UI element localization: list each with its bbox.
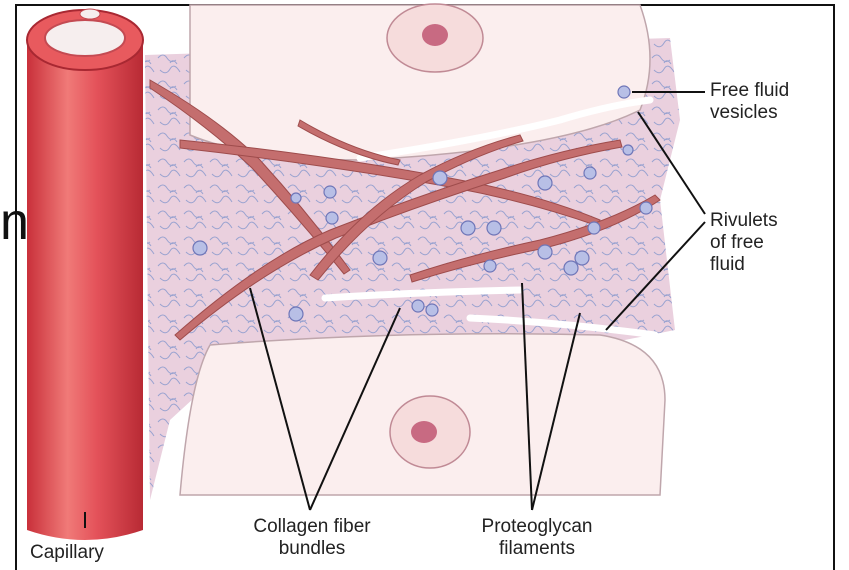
- label-line: filaments: [452, 538, 622, 560]
- label-collagen: Collagen fiber bundles: [222, 516, 402, 560]
- label-line: fluid: [710, 254, 778, 276]
- label-line: Rivulets: [710, 210, 778, 232]
- label-capillary: Capillary: [30, 542, 104, 564]
- label-line: vesicles: [710, 102, 789, 124]
- label-free-fluid-vesicles: Free fluid vesicles: [710, 80, 789, 124]
- label-line: Free fluid: [710, 80, 789, 102]
- label-line: Collagen fiber: [222, 516, 402, 538]
- label-proteoglycan: Proteoglycan filaments: [452, 516, 622, 560]
- cropped-letter: n: [0, 192, 29, 252]
- label-rivulets: Rivulets of free fluid: [710, 210, 778, 276]
- label-line: bundles: [222, 538, 402, 560]
- label-line: of free: [710, 232, 778, 254]
- capillary: [27, 9, 143, 540]
- label-line: Proteoglycan: [452, 516, 622, 538]
